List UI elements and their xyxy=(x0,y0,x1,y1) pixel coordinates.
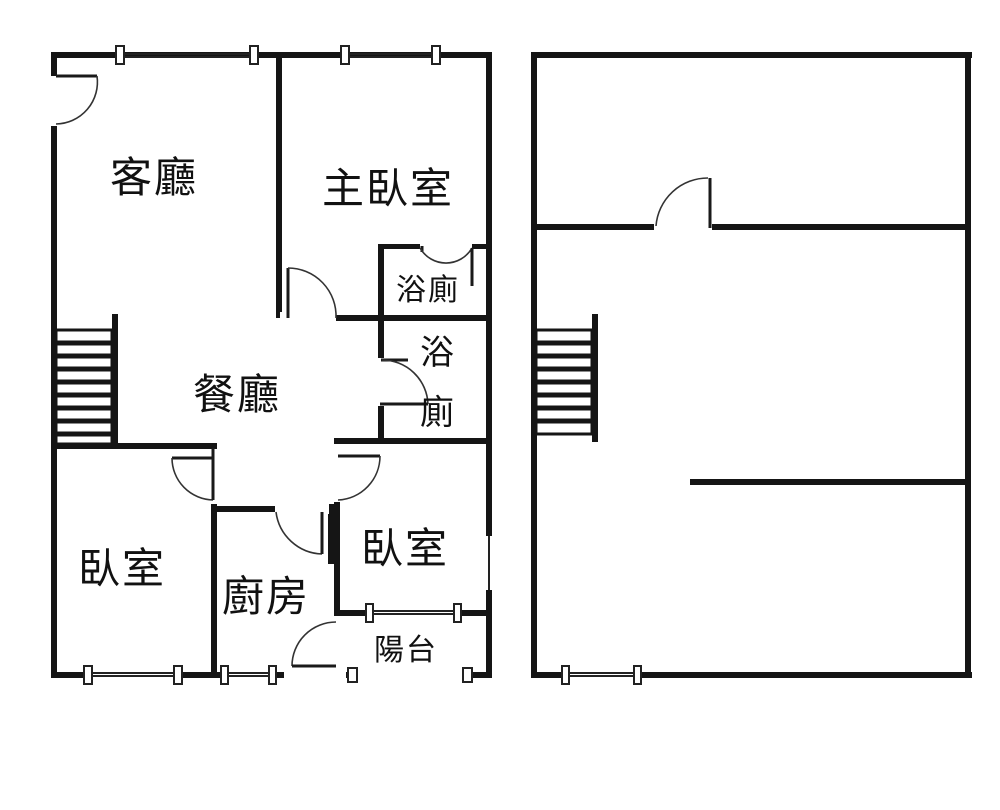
window-kitchen-bottom xyxy=(220,665,277,685)
door-bedroom-right xyxy=(330,444,381,502)
wall-outer-bottom-left xyxy=(51,672,353,678)
wall-bedroom-right-bottom-l xyxy=(334,610,370,616)
wall-living-master xyxy=(276,52,282,318)
label-bedroom-right: 臥室 xyxy=(361,524,449,573)
f2-wall-stair-right xyxy=(592,314,598,442)
wall-bath2-bottom xyxy=(334,438,486,444)
wall-stair-right xyxy=(112,314,118,446)
balcony-post-right xyxy=(462,667,473,683)
wall-outer-bottom-right xyxy=(466,672,492,678)
window-bedroom-right-bottom xyxy=(365,603,462,623)
window-master-top xyxy=(340,45,441,65)
wall-bedroom-left-right xyxy=(211,504,217,678)
f2-window-bottom xyxy=(561,665,642,685)
wall-master-bottom xyxy=(336,315,486,321)
door-kitchen xyxy=(275,502,329,555)
door-bath2 xyxy=(375,358,429,406)
floor-1-windows xyxy=(83,45,495,685)
wall-kitchen-top xyxy=(211,506,275,512)
window-bedroom-right-side xyxy=(483,536,495,590)
label-dining-room: 餐廳 xyxy=(193,370,281,419)
wall-outer-left xyxy=(51,52,57,678)
label-living-room: 客廳 xyxy=(110,153,198,202)
wall-bath1-left xyxy=(378,244,384,440)
door-master-bedroom xyxy=(280,267,337,324)
door-balcony xyxy=(284,621,346,680)
door-bath1 xyxy=(419,246,474,286)
f2-wall-upper-left xyxy=(531,224,654,230)
wall-outer-right xyxy=(486,52,492,678)
f2-wall-bottom xyxy=(531,672,972,678)
wall-outer-top xyxy=(51,52,492,58)
floor-2-staircase xyxy=(534,328,594,436)
floor-1-walls xyxy=(51,52,492,678)
label-bathroom-2-bottom: 廁 xyxy=(420,393,456,433)
floor-1-plan: 客廳 主臥室 浴廁 浴 廁 餐廳 臥室 廚房 臥室 陽台 xyxy=(50,45,495,685)
wall-kitchen-right xyxy=(328,504,334,564)
window-bedroom-left-bottom xyxy=(83,665,183,685)
door-entrance xyxy=(50,74,99,126)
f2-wall-top xyxy=(531,52,972,58)
label-kitchen: 廚房 xyxy=(222,572,310,621)
floor-2-plan xyxy=(531,52,972,685)
label-bedroom-left: 臥室 xyxy=(78,544,166,593)
wall-bedroom-right-bottom-r xyxy=(456,610,492,616)
door-bedroom-left xyxy=(171,448,215,501)
wall-bedroom-right-left xyxy=(334,502,340,616)
window-living-top xyxy=(115,45,259,65)
label-bathroom-2-top: 浴 xyxy=(420,333,456,373)
f2-door-upper xyxy=(654,177,712,234)
floor-2-walls xyxy=(531,52,972,678)
f2-wall-lower-partition xyxy=(690,479,971,485)
label-master-bedroom: 主臥室 xyxy=(322,164,454,213)
floor-1-doors xyxy=(50,74,474,680)
f2-wall-right xyxy=(965,52,971,678)
balcony-post-left xyxy=(347,667,358,683)
label-bathroom-1: 浴廁 xyxy=(396,273,460,308)
wall-bath1-top xyxy=(378,244,420,249)
f2-wall-left xyxy=(531,52,537,678)
wall-bedroom-left-top xyxy=(51,443,217,449)
f2-wall-upper-right xyxy=(712,224,971,230)
wall-bath1-top-right xyxy=(472,244,486,249)
floor-1-staircase xyxy=(54,328,114,446)
label-balcony: 陽台 xyxy=(374,633,438,668)
floor-1-labels: 客廳 主臥室 浴廁 浴 廁 餐廳 臥室 廚房 臥室 陽台 xyxy=(78,153,460,668)
